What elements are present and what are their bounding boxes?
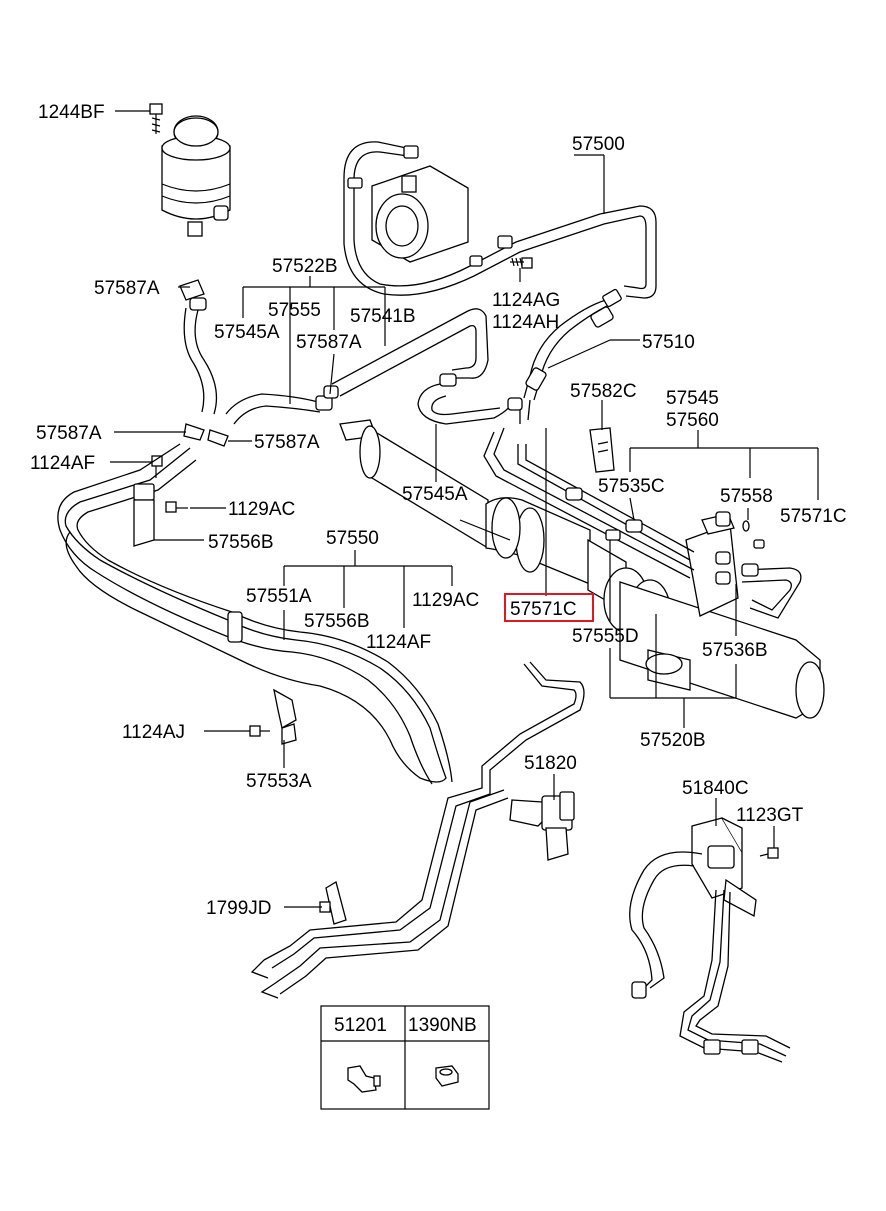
- label-57553a[interactable]: 57553A: [246, 771, 312, 792]
- label-1124aj[interactable]: 1124AJ: [122, 722, 185, 743]
- modulator: [629, 817, 791, 1063]
- label-1124ah[interactable]: 1124AH: [492, 312, 559, 333]
- clamp-57582c: [589, 427, 615, 473]
- label-57587a-1[interactable]: 57587A: [94, 278, 160, 299]
- label-57545a-2[interactable]: 57545A: [402, 484, 468, 505]
- label-57587a-2[interactable]: 57587A: [296, 332, 362, 353]
- label-57587a-4[interactable]: 57587A: [254, 432, 320, 453]
- label-57520b[interactable]: 57520B: [640, 730, 706, 751]
- table-header-51201[interactable]: 51201: [334, 1015, 387, 1036]
- clamp-57553a: [249, 688, 297, 745]
- part-labels: 1244BF 57500 57522B 57587A 57555 57541B …: [30, 102, 847, 919]
- label-57587a-3[interactable]: 57587A: [36, 423, 102, 444]
- label-57556b-2[interactable]: 57556B: [304, 611, 370, 632]
- reservoir: [149, 103, 231, 237]
- bolt-1124ag: [510, 257, 533, 269]
- label-57571c-2[interactable]: 57571C: [510, 599, 577, 620]
- label-1124af-2[interactable]: 1124AF: [366, 632, 431, 653]
- label-57558[interactable]: 57558: [720, 486, 773, 507]
- highlight-box: [504, 593, 594, 622]
- pressure-hose: [519, 288, 622, 424]
- clips: [151, 423, 229, 478]
- label-1124ag[interactable]: 1124AG: [492, 290, 560, 311]
- steering-gear: [339, 419, 825, 719]
- label-57536b[interactable]: 57536B: [702, 640, 768, 661]
- label-1129ac-1[interactable]: 1129AC: [228, 499, 295, 520]
- valve-lines: [483, 427, 802, 619]
- label-57541b[interactable]: 57541B: [350, 306, 416, 327]
- parts-drawing: [57, 103, 825, 1093]
- label-57571c-1[interactable]: 57571C: [780, 506, 847, 527]
- label-57560[interactable]: 57560: [666, 410, 719, 431]
- label-57555-1[interactable]: 57555: [268, 300, 321, 321]
- label-57522b[interactable]: 57522B: [272, 256, 338, 277]
- label-51820[interactable]: 51820: [524, 753, 577, 774]
- table-icons: [347, 1065, 459, 1093]
- label-57510[interactable]: 57510: [642, 332, 695, 353]
- clip-1799jd: [319, 880, 347, 925]
- label-57535c[interactable]: 57535C: [598, 476, 665, 497]
- label-57551a[interactable]: 57551A: [246, 586, 312, 607]
- label-1124af-1[interactable]: 1124AF: [30, 453, 95, 474]
- leader-lines: [110, 110, 819, 908]
- label-1244bf[interactable]: 1244BF: [38, 102, 105, 123]
- table-header-1390nb[interactable]: 1390NB: [408, 1015, 477, 1036]
- brake-lines: [250, 661, 585, 999]
- label-57545a-1[interactable]: 57545A: [214, 322, 280, 343]
- pump: [343, 141, 657, 299]
- label-57550[interactable]: 57550: [326, 528, 379, 549]
- parts-table: 51201 1390NB: [320, 1005, 490, 1110]
- label-57555d[interactable]: 57555D: [572, 626, 639, 647]
- label-1129ac-2[interactable]: 1129AC: [412, 590, 479, 611]
- label-1123gt[interactable]: 1123GT: [736, 805, 804, 826]
- label-57556b-1[interactable]: 57556B: [208, 532, 274, 553]
- label-57582c[interactable]: 57582C: [570, 381, 637, 402]
- label-1799jd[interactable]: 1799JD: [206, 898, 272, 919]
- label-57545[interactable]: 57545: [666, 388, 719, 409]
- label-57500[interactable]: 57500: [572, 134, 625, 155]
- label-51840c[interactable]: 51840C: [682, 778, 749, 799]
